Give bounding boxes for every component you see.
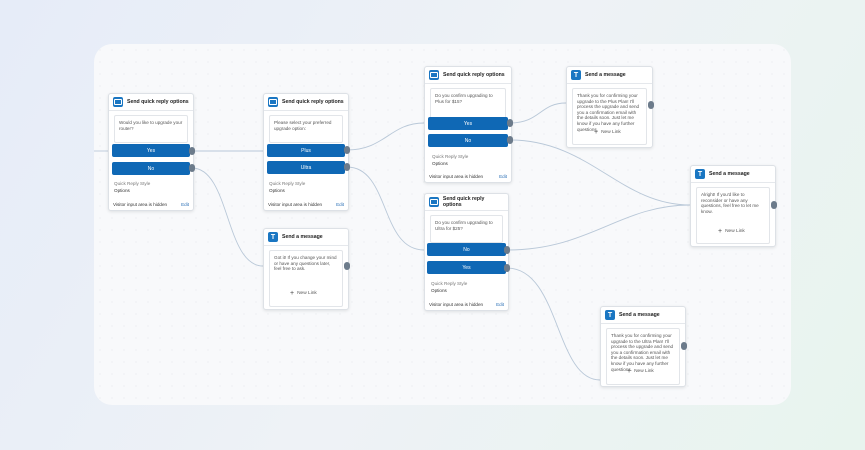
question-text: Do you confirm upgrading to Ultra for $2…	[430, 215, 503, 243]
option-no-button[interactable]: No	[112, 162, 190, 175]
node-header: T Send a message	[264, 229, 348, 246]
message-body: Thank you for confirming your upgrade to…	[577, 93, 640, 132]
node-title: Send quick reply options	[442, 196, 485, 208]
option-yes-button[interactable]: Yes	[427, 261, 506, 274]
text-icon: T	[571, 70, 581, 80]
output-port[interactable]	[504, 246, 510, 254]
output-port[interactable]	[189, 147, 195, 155]
message-node-3[interactable]: T Send a message Alright! If you'd like …	[690, 165, 776, 247]
output-port[interactable]	[189, 164, 195, 172]
new-link-button[interactable]: +New Link	[627, 368, 654, 375]
node-title: Send quick reply options	[443, 72, 505, 78]
plus-icon: +	[627, 368, 632, 375]
node-title: Send a message	[282, 234, 323, 240]
option-yes-button[interactable]: Yes	[112, 144, 190, 157]
new-link-button[interactable]: +New Link	[290, 290, 317, 297]
output-port[interactable]	[648, 101, 654, 109]
output-port[interactable]	[771, 201, 777, 209]
node-header: Send quick reply options	[264, 94, 348, 111]
option-yes-button[interactable]: Yes	[428, 117, 508, 130]
output-port[interactable]	[344, 262, 350, 270]
node-title: Send a message	[709, 171, 750, 177]
message-node-4[interactable]: T Send a message Thank you for confirmin…	[600, 306, 686, 387]
node-header: Send quick reply options	[109, 94, 193, 111]
option-plus-button[interactable]: Plus	[267, 144, 345, 157]
message-text: Thank you for confirming your upgrade to…	[606, 328, 680, 385]
message-body: Alright! If you'd like to reconsider or …	[701, 192, 759, 214]
node-header: Send quick reply options	[425, 194, 508, 211]
new-link-button[interactable]: +New Link	[718, 228, 745, 235]
message-text: Alright! If you'd like to reconsider or …	[696, 187, 770, 244]
message-body: Thank you for confirming your upgrade to…	[611, 333, 674, 372]
image-icon	[429, 197, 439, 207]
option-no-button[interactable]: No	[427, 243, 506, 256]
output-port[interactable]	[504, 264, 510, 272]
node-header: T Send a message	[691, 166, 775, 183]
node-header: T Send a message	[601, 307, 685, 324]
question-text: Please select your preferred upgrade opt…	[269, 115, 343, 143]
output-port[interactable]	[507, 136, 513, 144]
new-link-button[interactable]: +New Link	[594, 129, 621, 136]
plus-icon: +	[718, 228, 723, 235]
quick-reply-node-2[interactable]: Send quick reply options Please select y…	[263, 93, 349, 211]
option-ultra-button[interactable]: Ultra	[267, 161, 345, 174]
text-icon: T	[605, 310, 615, 320]
node-footer: Visitor input area is hidden Edit	[264, 199, 348, 210]
image-icon	[113, 97, 123, 107]
question-text: Would you like to upgrade your router?	[114, 115, 188, 143]
image-icon	[268, 97, 278, 107]
node-title: Send quick reply options	[127, 99, 189, 105]
option-no-button[interactable]: No	[428, 134, 508, 147]
question-text: Do you confirm upgrading to Plus for $15…	[430, 88, 506, 120]
output-port[interactable]	[344, 146, 350, 154]
edit-link[interactable]: Edit	[496, 302, 504, 307]
edit-link[interactable]: Edit	[181, 202, 189, 207]
quick-reply-node-3[interactable]: Send quick reply options Do you confirm …	[424, 66, 512, 183]
plus-icon: +	[594, 129, 599, 136]
text-icon: T	[695, 169, 705, 179]
node-footer: Visitor input area is hidden Edit	[425, 171, 511, 182]
visitor-input-status: Visitor input area is hidden	[113, 202, 168, 207]
visitor-input-status: Visitor input area is hidden	[268, 202, 323, 207]
edit-link[interactable]: Edit	[499, 174, 507, 179]
node-header: Send quick reply options	[425, 67, 511, 84]
node-footer: Visitor input area is hidden Edit	[109, 199, 193, 210]
image-icon	[429, 70, 439, 80]
node-title: Send a message	[585, 72, 626, 78]
quick-reply-node-4[interactable]: Send quick reply options Do you confirm …	[424, 193, 509, 311]
edit-link[interactable]: Edit	[336, 202, 344, 207]
message-node-2[interactable]: T Send a message Thank you for confirmin…	[566, 66, 653, 148]
quick-reply-node-1[interactable]: Send quick reply options Would you like …	[108, 93, 194, 211]
message-text: Got it! If you change your mind or have …	[269, 250, 343, 307]
output-port[interactable]	[681, 342, 687, 350]
node-title: Send a message	[619, 312, 660, 318]
node-title: Send quick reply options	[282, 99, 344, 105]
message-body: Got it! If you change your mind or have …	[274, 255, 337, 272]
message-text: Thank you for confirming your upgrade to…	[572, 88, 647, 145]
output-port[interactable]	[344, 163, 350, 171]
output-port[interactable]	[507, 119, 513, 127]
text-icon: T	[268, 232, 278, 242]
plus-icon: +	[290, 290, 295, 297]
node-header: T Send a message	[567, 67, 652, 84]
visitor-input-status: Visitor input area is hidden	[429, 302, 484, 307]
node-footer: Visitor input area is hidden Edit	[425, 299, 508, 310]
visitor-input-status: Visitor input area is hidden	[429, 174, 484, 179]
message-node-1[interactable]: T Send a message Got it! If you change y…	[263, 228, 349, 310]
